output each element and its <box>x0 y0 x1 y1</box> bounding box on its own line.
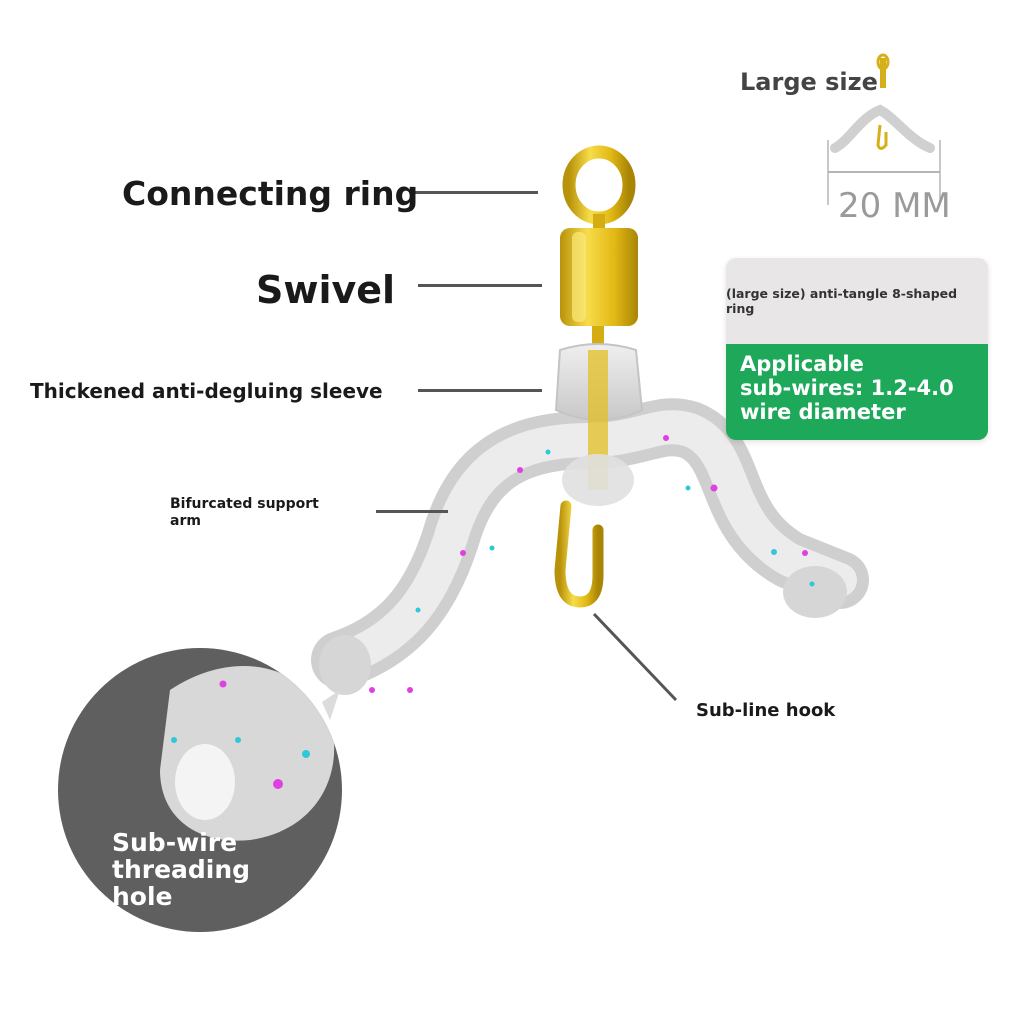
sleeve-label: Thickened anti-degluing sleeve <box>30 379 383 403</box>
large-size-inset <box>827 53 941 205</box>
support-arm-leader <box>376 510 448 513</box>
support-arm-label-line2: arm <box>170 513 201 529</box>
zoom-line3: hole <box>112 882 173 911</box>
dimension-label: 20 MM <box>838 186 951 226</box>
sub-line-hook-label: Sub-line hook <box>696 700 836 721</box>
threading-hole-zoom <box>58 648 342 932</box>
badge-line2: sub-wires: 1.2-4.0 <box>740 376 954 400</box>
zoom-line1: Sub-wire <box>112 828 238 857</box>
zoom-line2: threading <box>112 855 251 884</box>
swivel <box>560 228 638 356</box>
connecting-ring-label: Connecting ring <box>122 174 419 213</box>
large-size-title: Large size <box>740 68 878 96</box>
badge-caption: (large size) anti-tangle 8-shaped ring <box>726 258 988 344</box>
anti-degluing-sleeve <box>554 343 644 506</box>
badge-line3: wire diameter <box>740 400 906 424</box>
connecting-ring-leader <box>412 191 538 194</box>
sub-line-hook <box>554 500 604 608</box>
support-arm-label-line1: Bifurcated support <box>170 496 319 512</box>
swivel-label: Swivel <box>256 268 396 312</box>
info-badge: (large size) anti-tangle 8-shaped ring A… <box>726 258 988 440</box>
sleeve-leader <box>418 389 542 392</box>
swivel-leader <box>418 284 542 287</box>
connecting-ring <box>562 145 636 228</box>
badge-applicable: Applicable sub-wires: 1.2-4.0 wire diame… <box>726 344 988 440</box>
threading-hole-label: Sub-wire threading hole <box>112 829 250 910</box>
hook-leader <box>592 612 678 702</box>
badge-line1: Applicable <box>740 352 864 376</box>
support-arm-label: Bifurcated support arm <box>170 496 319 530</box>
